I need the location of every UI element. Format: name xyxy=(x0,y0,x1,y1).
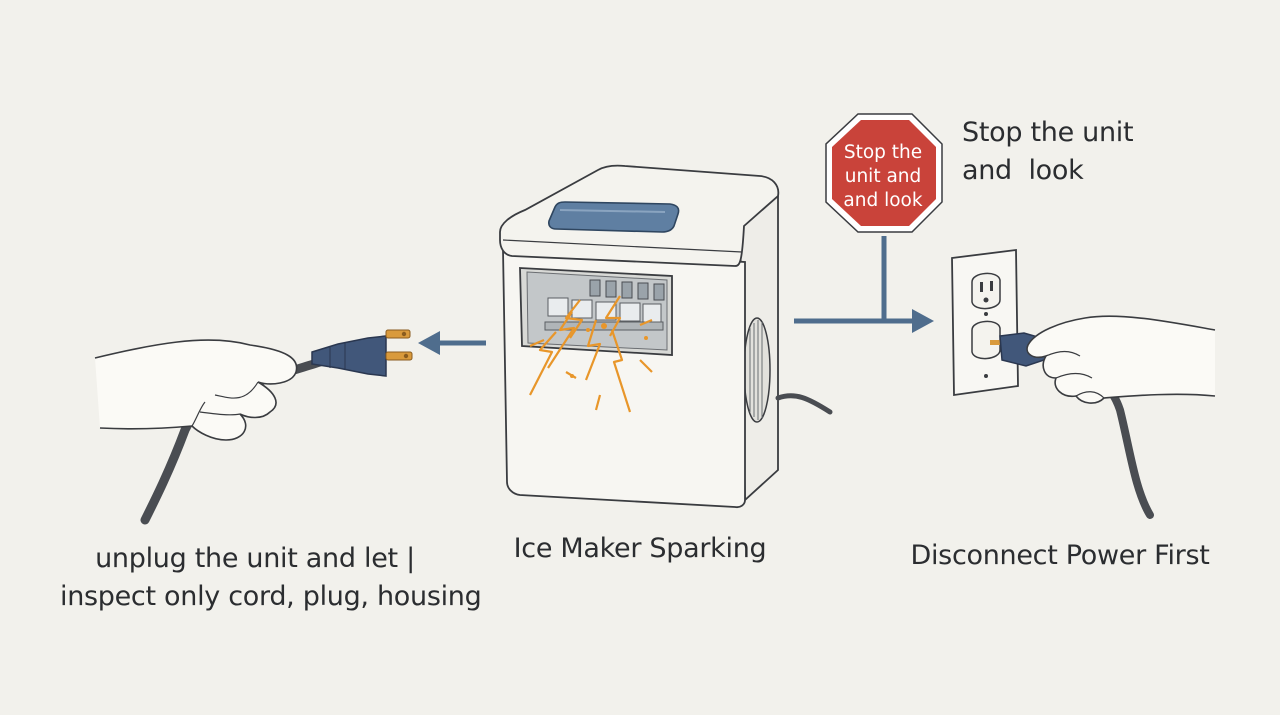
plug-icon xyxy=(311,329,413,377)
spark-icon xyxy=(529,295,653,413)
stop-sign-icon: Stop the unit and and look xyxy=(825,113,943,233)
caption-unplug-line1: unplug the unit and let | xyxy=(95,543,415,574)
right-hand-with-plug xyxy=(990,315,1216,519)
left-hand-with-plug xyxy=(94,329,413,525)
caption-ice-maker-sparking: Ice Maker Sparking xyxy=(513,533,767,564)
caption-stop-and-look: Stop the unit and look xyxy=(962,114,1134,190)
arrow-left-icon xyxy=(418,331,486,355)
caption-disconnect-power: Disconnect Power First xyxy=(910,540,1210,571)
stop-sign-line2: unit and xyxy=(845,166,922,187)
stop-sign-line3: and look xyxy=(843,190,922,211)
caption-stop-line2: and look xyxy=(962,155,1084,186)
vent-icon xyxy=(743,317,771,423)
ice-maker xyxy=(499,164,833,509)
wall-outlet-icon xyxy=(951,248,1019,397)
arrow-right-icon xyxy=(794,236,934,333)
caption-unplug-line2: inspect only cord, plug, housing xyxy=(60,581,482,612)
stop-sign-line1: Stop the xyxy=(844,142,922,163)
caption-unplug: unplug the unit and let | inspect only c… xyxy=(60,540,482,616)
caption-stop-line1: Stop the unit xyxy=(962,117,1134,148)
